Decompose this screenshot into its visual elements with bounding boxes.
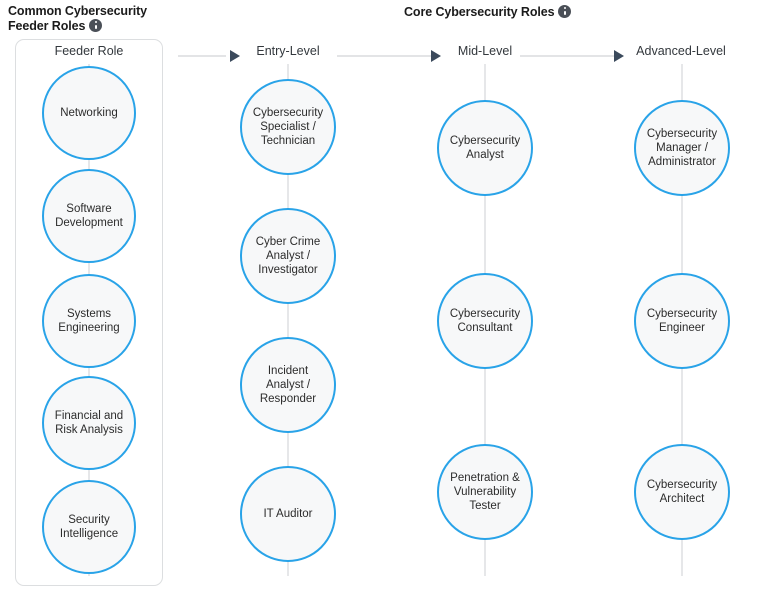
- arrow-head: [431, 50, 441, 62]
- entry-role-node[interactable]: IT Auditor: [240, 466, 336, 562]
- feeder-role-node[interactable]: Security Intelligence: [42, 480, 136, 574]
- mid-role-label: Penetration & Vulnerability Tester: [450, 472, 520, 512]
- mid-role-label: Cybersecurity Consultant: [449, 308, 521, 334]
- entry-role-label: IT Auditor: [263, 508, 313, 520]
- feeder-section-title-text: Common Cybersecurity Feeder Roles: [8, 4, 148, 33]
- column-header-mid-level: Mid-Level: [457, 44, 513, 58]
- feeder-role-label: Financial and Risk Analysis: [54, 410, 124, 436]
- arrow-head: [614, 50, 624, 62]
- feeder-role-label: Networking: [60, 107, 118, 119]
- info-icon[interactable]: [558, 5, 572, 18]
- arrow-line: [520, 55, 614, 57]
- column-header-feeder: Feeder Role: [54, 44, 124, 58]
- advanced-role-node[interactable]: Cybersecurity Engineer: [634, 273, 730, 369]
- connector-spine-entry: [287, 64, 289, 576]
- arrow-line: [178, 55, 226, 57]
- entry-role-label: Cybersecurity Specialist / Technician: [252, 107, 324, 147]
- entry-role-label: Incident Analyst / Responder: [259, 365, 317, 405]
- feeder-role-label: Software Development: [55, 203, 123, 229]
- advanced-role-node[interactable]: Cybersecurity Manager / Administrator: [634, 100, 730, 196]
- advanced-role-node[interactable]: Cybersecurity Architect: [634, 444, 730, 540]
- feeder-role-node[interactable]: Systems Engineering: [42, 274, 136, 368]
- mid-role-node[interactable]: Penetration & Vulnerability Tester: [437, 444, 533, 540]
- column-header-advanced-level: Advanced-Level: [636, 44, 726, 58]
- entry-role-node[interactable]: Cyber Crime Analyst / Investigator: [240, 208, 336, 304]
- feeder-section-title: Common Cybersecurity Feeder Roles: [8, 4, 173, 34]
- arrow-head: [230, 50, 240, 62]
- entry-role-node[interactable]: Incident Analyst / Responder: [240, 337, 336, 433]
- info-icon[interactable]: [89, 19, 103, 32]
- feeder-role-node[interactable]: Software Development: [42, 169, 136, 263]
- core-section-title: Core Cybersecurity Roles: [404, 5, 572, 20]
- arrow-entry-to-mid-icon: [337, 50, 447, 62]
- arrow-line: [337, 55, 431, 57]
- arrow-mid-to-advanced-icon: [520, 50, 630, 62]
- feeder-role-label: Security Intelligence: [59, 514, 119, 540]
- arrow-feeder-to-entry-icon: [178, 50, 242, 62]
- advanced-role-label: Cybersecurity Architect: [646, 479, 718, 505]
- entry-role-label: Cyber Crime Analyst / Investigator: [255, 236, 321, 276]
- column-header-entry-level: Entry-Level: [256, 44, 320, 58]
- core-section-title-text: Core Cybersecurity Roles: [404, 5, 555, 19]
- advanced-role-label: Cybersecurity Engineer: [646, 308, 718, 334]
- advanced-role-label: Cybersecurity Manager / Administrator: [646, 128, 718, 168]
- feeder-role-node[interactable]: Financial and Risk Analysis: [42, 376, 136, 470]
- mid-role-node[interactable]: Cybersecurity Analyst: [437, 100, 533, 196]
- mid-role-label: Cybersecurity Analyst: [449, 135, 521, 161]
- mid-role-node[interactable]: Cybersecurity Consultant: [437, 273, 533, 369]
- entry-role-node[interactable]: Cybersecurity Specialist / Technician: [240, 79, 336, 175]
- feeder-role-node[interactable]: Networking: [42, 66, 136, 160]
- feeder-role-label: Systems Engineering: [58, 308, 120, 334]
